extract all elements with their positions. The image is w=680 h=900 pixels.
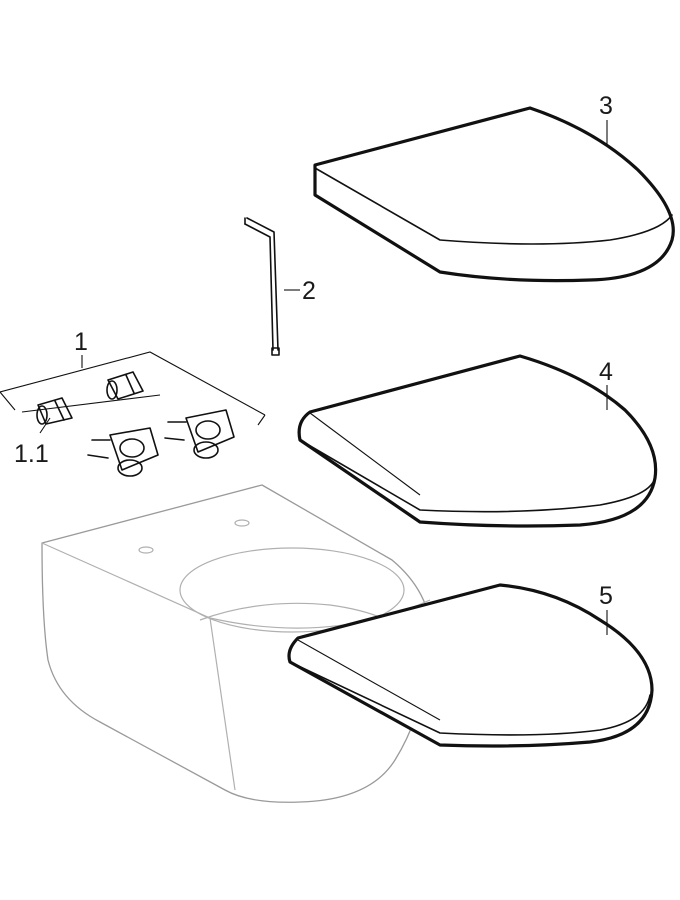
label-part-1: 1 [74, 328, 88, 356]
fixing-bracket-2 [164, 409, 235, 459]
label-part-4: 4 [599, 358, 613, 386]
label-part-3: 3 [599, 92, 613, 120]
seat-cover-3 [313, 106, 675, 283]
label-part-2: 2 [302, 277, 316, 305]
fixing-bracket-1 [87, 427, 159, 477]
label-part-1-1: 1.1 [14, 440, 49, 468]
seat-cover-5 [287, 583, 654, 748]
fixing-dowel-1 [106, 371, 144, 400]
allen-key-2 [244, 217, 280, 356]
label-part-5: 5 [599, 582, 613, 610]
leader-lines [39, 120, 608, 635]
wc-bowl [41, 484, 433, 803]
fixing-dowel-2 [36, 397, 73, 425]
